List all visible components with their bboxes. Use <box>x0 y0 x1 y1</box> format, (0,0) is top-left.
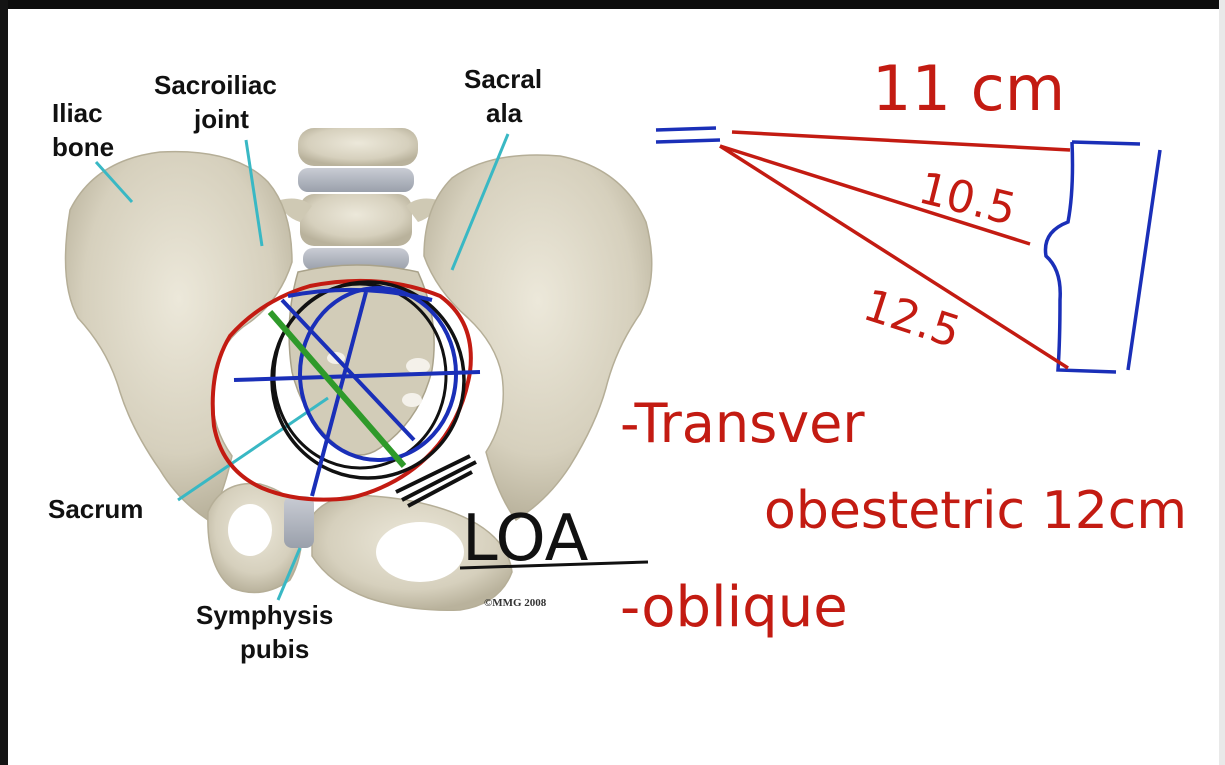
lumbar-spine <box>280 128 438 270</box>
label-sacroiliac-line1: Sacroiliac <box>154 70 277 100</box>
obstetric-note: obestetric 12cm <box>764 481 1187 541</box>
measure-11cm: 11 cm <box>872 52 1065 125</box>
left-iliac-wing <box>66 152 293 520</box>
label-sacroiliac-line2: joint <box>193 104 249 134</box>
symphysis-disc <box>284 496 314 548</box>
label-symphysis-line1: Symphysis <box>196 600 333 630</box>
measure-10-5: 10.5 <box>914 163 1021 236</box>
label-sacral-line1: Sacral <box>464 64 542 94</box>
label-sacrum: Sacrum <box>48 494 143 524</box>
oblique-note: -oblique <box>620 575 848 640</box>
label-symphysis-line2: pubis <box>240 634 309 664</box>
label-iliac-line1: Iliac <box>52 98 103 128</box>
copyright-notice: ©MMG 2008 <box>484 597 547 609</box>
right-iliac-wing <box>424 155 652 520</box>
transverse-note: -Transver <box>620 392 865 455</box>
label-iliac-line2: bone <box>52 132 114 162</box>
label-sacral-line2: ala <box>486 98 523 128</box>
